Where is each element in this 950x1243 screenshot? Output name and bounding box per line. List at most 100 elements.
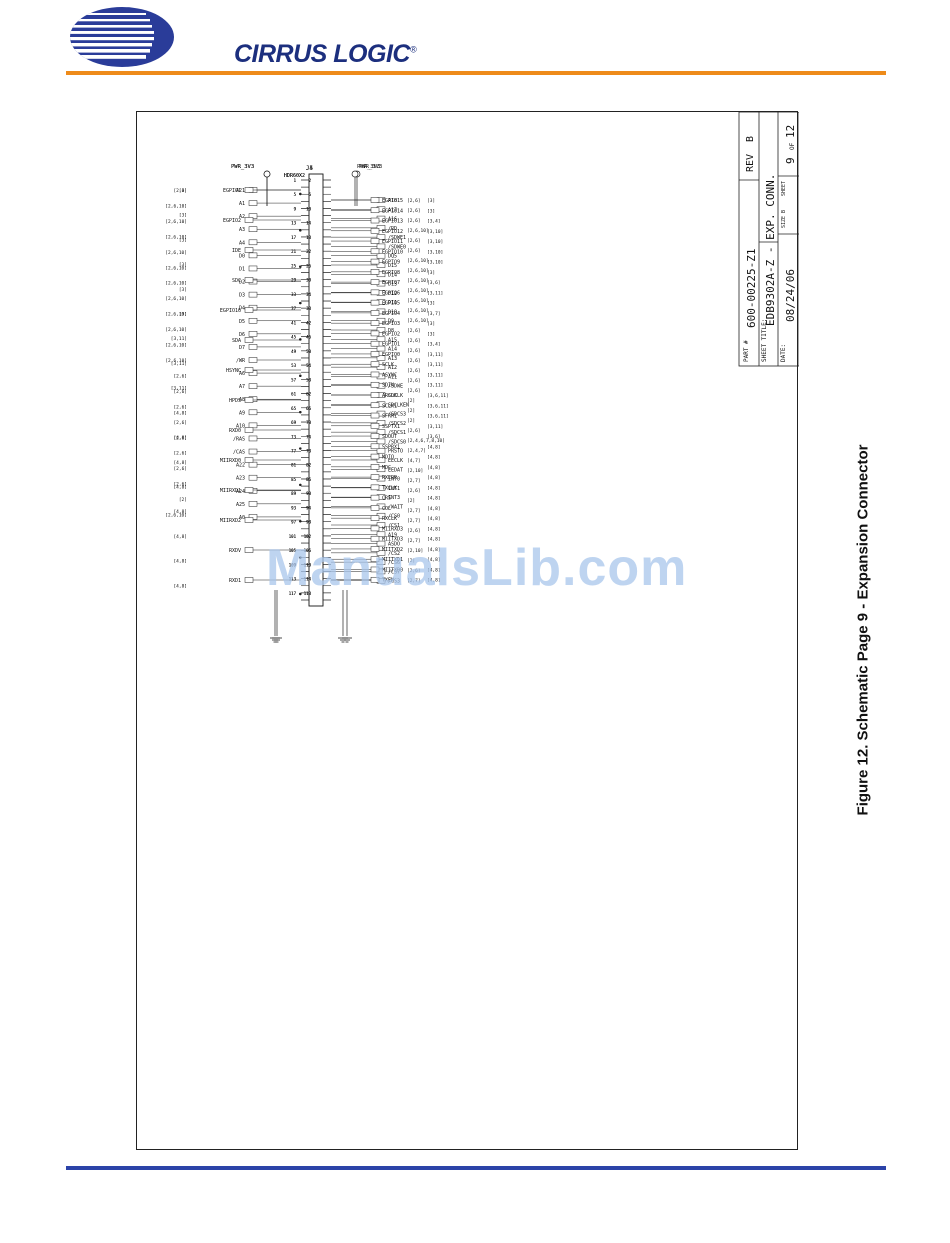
j5-header-body — [308, 173, 324, 607]
j5-junction-dot — [299, 265, 302, 268]
j4-signal-ref-bottom: [2,6] — [173, 389, 187, 395]
j5-signal-ref-top: [4,8] — [427, 485, 441, 491]
j5-signal-flag-top — [370, 433, 380, 439]
j4-pin-number-odd: 97 — [291, 520, 296, 525]
j4-signal-ref-top: [2] — [407, 418, 415, 424]
j5-signal-ref-bottom: [3] — [179, 262, 187, 268]
sheet-title-label: SHEET TITLE: — [761, 319, 768, 362]
j4-signal-ref-bottom: [2,6,10] — [165, 281, 187, 287]
j5-signal-ref-top: [3,10] — [427, 239, 443, 245]
j5-pin-number-odd: 117 — [289, 591, 297, 596]
j5-pin-number-even: 70 — [306, 420, 311, 425]
j4-pin-number-odd: 41 — [291, 320, 296, 325]
j4-signal-name-top: /CS7 — [388, 569, 400, 575]
j5-signal-ref-top: [4,8] — [427, 475, 441, 481]
j4-signal-name-bottom: A24 — [236, 489, 245, 495]
j4-signal-ref-top: [2,7] — [407, 508, 421, 514]
j4-signal-flag-bottom — [248, 291, 258, 298]
j5-pin-number-odd: 93 — [291, 505, 296, 510]
j4-pin-number-odd: 101 — [289, 534, 297, 539]
j4-signal-ref-top: [4,7] — [407, 458, 421, 464]
j5-signal-ref-bottom: [4,8] — [173, 559, 187, 565]
j5-signal-ref-top: [4,8] — [427, 526, 441, 532]
j5-pin-number-odd: 77 — [291, 449, 296, 454]
j5-pin-number-even: 62 — [306, 392, 311, 397]
sheet-of-label: OF — [789, 142, 796, 150]
brand-name-text: CIRRUS LOGIC — [234, 40, 410, 68]
j4-pin-number-odd: 53 — [291, 363, 296, 368]
logo-stripes-icon — [70, 7, 174, 67]
j5-signal-name-top: SDOUT — [382, 434, 397, 440]
j4-signal-ref-bottom: [2,6,10] — [165, 250, 187, 256]
j5-signal-name-top: EGPIO9 — [382, 260, 400, 266]
j5-signal-flag-top — [370, 423, 380, 429]
brand-name: CIRRUS LOGIC® — [234, 40, 417, 69]
j4-signal-ref-bottom: [2,6] — [173, 451, 187, 457]
j5-pin-number-even: 38 — [306, 306, 311, 311]
j4-signal-ref-top: [2,4,6,7,8,10] — [407, 438, 445, 444]
j4-signal-ref-top: [2,6] — [407, 208, 421, 214]
j4-signal-ref-bottom: [2,6] — [173, 435, 187, 441]
j5-signal-name-top: SDIN — [382, 383, 394, 389]
j5-signal-name-top: CRS — [382, 496, 391, 502]
j4-signal-name-bottom: D6 — [239, 332, 245, 338]
j4-signal-name-bottom: /CAS — [233, 450, 245, 456]
j5-signal-flag-top — [370, 484, 380, 491]
j4-signal-ref-bottom: [2,6] — [173, 373, 187, 379]
j5-signal-ref-bottom: [3] — [179, 312, 187, 318]
j4-signal-ref-bottom: [2,6] — [173, 466, 187, 472]
j5-pin-number-odd: 61 — [291, 392, 296, 397]
j4-signal-ref-top: [2] — [407, 408, 415, 414]
j4-signal-name-bottom: D0 — [239, 253, 245, 259]
j4-signal-flag-bottom — [248, 226, 258, 232]
j5-signal-ref-top: [3,6] — [427, 280, 441, 286]
j4-signal-ref-top: [2,6] — [407, 328, 421, 334]
j4-signal-name-top: /SDWE1 — [388, 235, 406, 241]
j5-signal-name-top: MDIO — [382, 455, 394, 461]
j5-signal-name-top: EGPIO0 — [382, 352, 400, 358]
j5-signal-flag-top — [370, 299, 380, 306]
j4-signal-ref-top: [2,10] — [407, 468, 423, 474]
j4-part: HDR60X2 — [284, 173, 305, 179]
j5-signal-flag-bottom — [244, 547, 254, 553]
j5-signal-name-top: SSPRX1 — [382, 444, 400, 450]
j4-signal-name-top: /SDWE0 — [388, 244, 406, 250]
j4-signal-ref-bottom: [2,6,10] — [165, 219, 187, 225]
j5-signal-ref-top: [3,11] — [427, 372, 443, 378]
j5-signal-flag-bottom — [244, 427, 254, 433]
j4-signal-name-top: D12 — [388, 291, 397, 297]
j5-signal-ref-top: [3,11] — [427, 424, 443, 430]
j5-signal-ref-top: [3] — [427, 321, 435, 327]
j4-signal-ref-bottom: [2,6,10] — [165, 312, 187, 318]
j5-signal-ref-bottom: [3] — [179, 188, 187, 194]
j4-signal-name-top: A18 — [388, 198, 397, 204]
j4-signal-ref-top: [2,6] — [407, 358, 421, 364]
j4-pin-number-odd: 73 — [291, 434, 296, 439]
j5-signal-flag-top — [370, 258, 380, 265]
j5-pin-number-even: 26 — [306, 263, 311, 268]
j4-signal-flag-top — [376, 336, 386, 343]
j4-signal-flag-bottom — [248, 265, 258, 272]
j5-pin-number-even: 110 — [304, 562, 312, 567]
j5-pin-number-even: 86 — [306, 477, 311, 482]
figure-caption: Figure 12. Schematic Page 9 - Expansion … — [852, 430, 874, 830]
j4-signal-ref-bottom: [2,6,10] — [165, 265, 187, 271]
j5-part: HDR60X2 — [284, 173, 305, 179]
j4-signal-name-bottom: A7 — [239, 384, 245, 390]
j4-signal-name-top: /SDWE — [388, 384, 403, 390]
j4-pin-number-odd: 77 — [291, 449, 296, 454]
j5-pin-number-odd: 9 — [294, 206, 297, 211]
j4-signal-name-bottom: D3 — [239, 293, 245, 299]
j4-signal-name-top: D14 — [388, 272, 397, 278]
j4-signal-ref-top: [2,6,10] — [407, 318, 429, 324]
title-block — [738, 111, 800, 367]
j5-pin-number-odd: 97 — [291, 520, 296, 525]
cirrus-logic-logo: CIRRUS LOGIC® — [68, 6, 417, 70]
j5-junction-dot — [299, 447, 302, 450]
j4-signal-name-top: /SDCS2 — [388, 421, 406, 427]
j5-signal-flag-bottom — [244, 457, 254, 463]
j5-pin-number-odd: 85 — [291, 477, 296, 482]
j4-signal-name-bottom: A1 — [239, 201, 245, 207]
j5-signal-name-top: SFRM1 — [382, 414, 397, 420]
